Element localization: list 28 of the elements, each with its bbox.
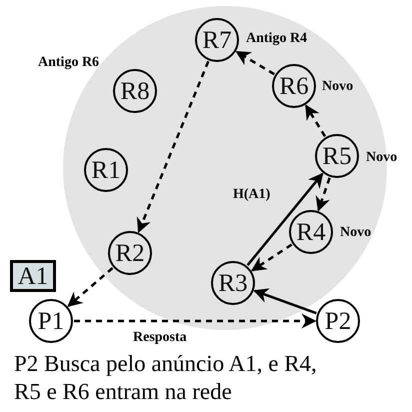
arrow <box>253 288 317 314</box>
node-caption: Novo <box>340 226 372 240</box>
label-box: A1 <box>10 260 56 292</box>
arrow <box>251 244 292 272</box>
node-circle: P1 <box>29 299 73 343</box>
node-caption: Novo <box>322 80 354 94</box>
arrow <box>304 104 326 138</box>
arrow <box>246 172 324 266</box>
arrow <box>136 60 210 234</box>
node-circle: R5 <box>315 134 359 178</box>
edge-label: H(A1) <box>232 188 272 202</box>
node-circle: R2 <box>108 231 152 275</box>
caption: P2 Busca pelo anúncio A1, e R4, R5 e R6 entram na rede <box>14 350 318 406</box>
node-circle: R1 <box>84 148 128 192</box>
node-caption: Novo <box>366 151 398 165</box>
arrow <box>316 177 331 212</box>
node-circle: R4 <box>289 210 333 254</box>
node-circle: R6 <box>272 64 316 108</box>
node-circle: R8 <box>113 69 157 113</box>
node-circle: R7 <box>195 18 239 62</box>
node-circle: R3 <box>211 261 255 305</box>
edge-label: Resposta <box>132 331 188 345</box>
node-caption: Antigo R4 <box>246 32 308 46</box>
node-caption: Antigo R6 <box>38 56 100 70</box>
arrow <box>235 50 275 76</box>
node-circle: P2 <box>316 299 360 343</box>
arrow <box>74 314 316 328</box>
arrow <box>67 267 114 307</box>
